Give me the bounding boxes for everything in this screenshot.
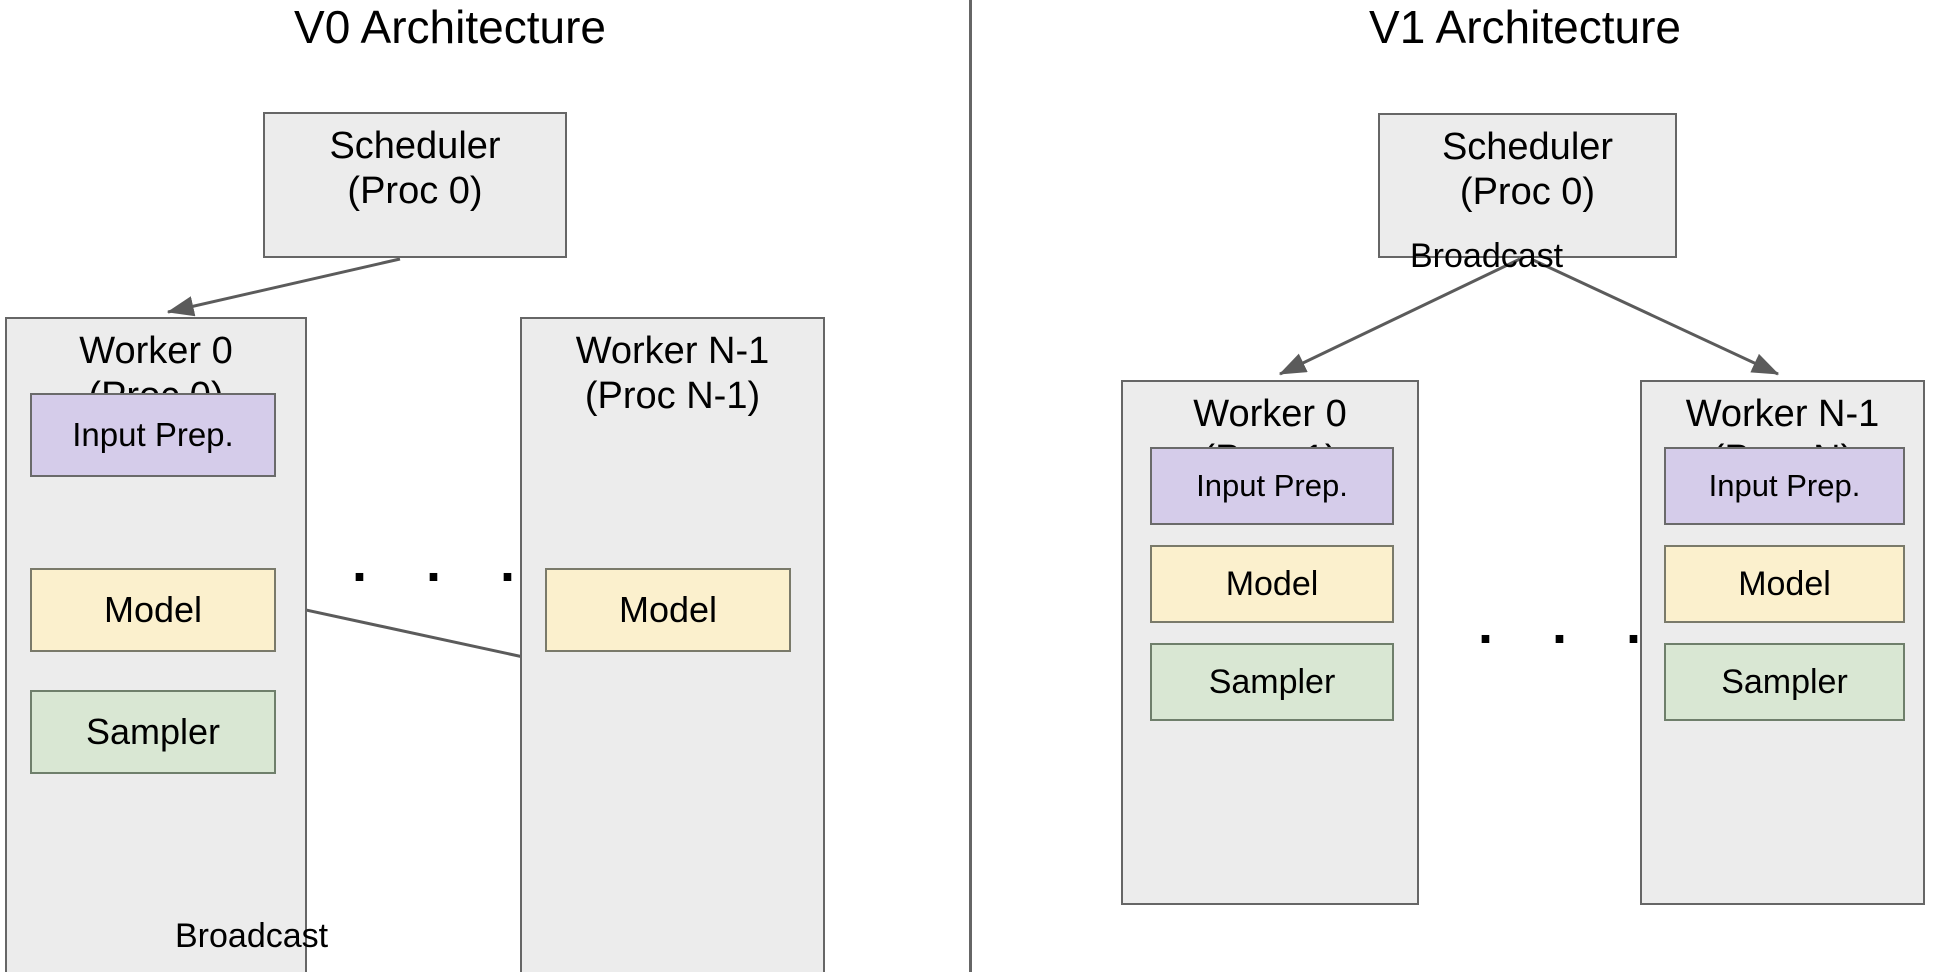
v1-worker-n-box[interactable]: Worker N-1 (Proc N) Input Prep. Model Sa… [1640,380,1925,905]
v0-worker-n-box[interactable]: Worker N-1 (Proc N-1) Model [520,317,825,972]
v0-worker-0-input-prep[interactable]: Input Prep. [30,393,276,477]
v0-worker-n-model[interactable]: Model [545,568,791,652]
v1-worker-0-input-prep[interactable]: Input Prep. [1150,447,1394,525]
v1-worker-0-box[interactable]: Worker 0 (Proc 1) Input Prep. Model Samp… [1121,380,1419,905]
arrow-v0-scheduler-to-worker0 [166,257,401,317]
v0-worker-n-label: Worker N-1 (Proc N-1) [575,330,770,417]
v1-scheduler-label: Scheduler (Proc 0) [1441,126,1614,213]
v1-ellipsis: . . . [1478,595,1664,655]
v1-worker-n-sampler[interactable]: Sampler [1664,643,1905,721]
arrow-v1-scheduler-to-workern [1530,257,1780,376]
panel-divider [969,0,972,972]
v1-broadcast-label: Broadcast [1410,237,1564,275]
v1-panel-title: V1 Architecture [1369,1,1681,53]
v1-worker-0-model[interactable]: Model [1150,545,1394,623]
v0-ellipsis: . . . [352,533,538,593]
v0-worker-0-model[interactable]: Model [30,568,276,652]
v1-worker-n-model[interactable]: Model [1664,545,1905,623]
v0-worker-0-sampler[interactable]: Sampler [30,690,276,774]
arrow-v1-scheduler-to-worker0 [1278,257,1521,376]
v0-worker-0-box[interactable]: Worker 0 (Proc 0) Input Prep. Model Samp… [5,317,328,972]
v1-scheduler-box[interactable]: Scheduler (Proc 0) [1378,113,1677,258]
v0-scheduler-box[interactable]: Scheduler (Proc 0) [263,112,567,258]
v0-scheduler-label: Scheduler (Proc 0) [329,125,501,212]
v1-worker-0-sampler[interactable]: Sampler [1150,643,1394,721]
v1-worker-n-input-prep[interactable]: Input Prep. [1664,447,1905,525]
v0-broadcast-label: Broadcast [175,917,329,955]
v0-panel-title: V0 Architecture [294,1,606,53]
